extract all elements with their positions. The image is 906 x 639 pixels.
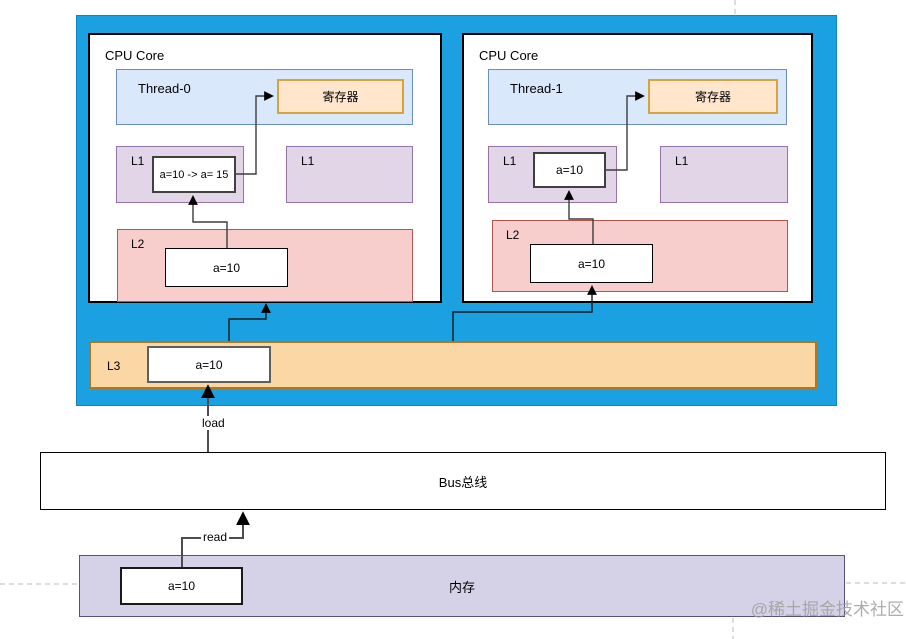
load-edge-label: load <box>200 416 227 430</box>
l2-value-box-1: a=10 <box>530 244 653 283</box>
thread-0-label: Thread-0 <box>138 81 191 96</box>
bus-label: Bus总线 <box>438 474 488 490</box>
l3-value-box: a=10 <box>147 346 271 383</box>
l1-label-1b: L1 <box>675 154 689 168</box>
register-label-0: 寄存器 <box>322 90 359 104</box>
l1-label-0a: L1 <box>131 154 145 168</box>
bus-box: Bus总线 <box>40 452 886 510</box>
register-label-1: 寄存器 <box>694 90 731 104</box>
l3-label: L3 <box>107 359 121 373</box>
memory-label: 内存 <box>448 579 475 595</box>
memory-value-box: a=10 <box>120 567 243 605</box>
l1-cache-1b: L1 <box>660 146 788 203</box>
watermark-text: @稀土掘金技术社区 <box>750 600 904 619</box>
l2-value-1: a=10 <box>577 256 606 271</box>
cpu-core-1-title: CPU Core <box>479 48 539 63</box>
l1-value-0: a=10 -> a= 15 <box>159 168 229 181</box>
l1-value-box-1: a=10 <box>533 152 606 188</box>
l1-value-1: a=10 <box>555 163 584 177</box>
l2-label-1: L2 <box>506 228 520 242</box>
register-box-1: 寄存器 <box>648 79 778 114</box>
l2-label-0: L2 <box>131 237 145 251</box>
memory-value: a=10 <box>167 579 196 593</box>
l1-cache-0b: L1 <box>286 146 413 203</box>
l2-value-0: a=10 <box>212 260 241 275</box>
register-box-0: 寄存器 <box>277 79 404 114</box>
thread-1-label: Thread-1 <box>510 81 563 96</box>
l1-value-box-0: a=10 -> a= 15 <box>152 156 236 193</box>
cpu-core-0-title: CPU Core <box>105 48 165 63</box>
l1-label-1a: L1 <box>503 154 517 168</box>
l2-value-box-0: a=10 <box>165 248 288 287</box>
l3-value: a=10 <box>195 357 223 372</box>
l1-label-0b: L1 <box>301 154 315 168</box>
read-edge-label: read <box>201 530 230 544</box>
